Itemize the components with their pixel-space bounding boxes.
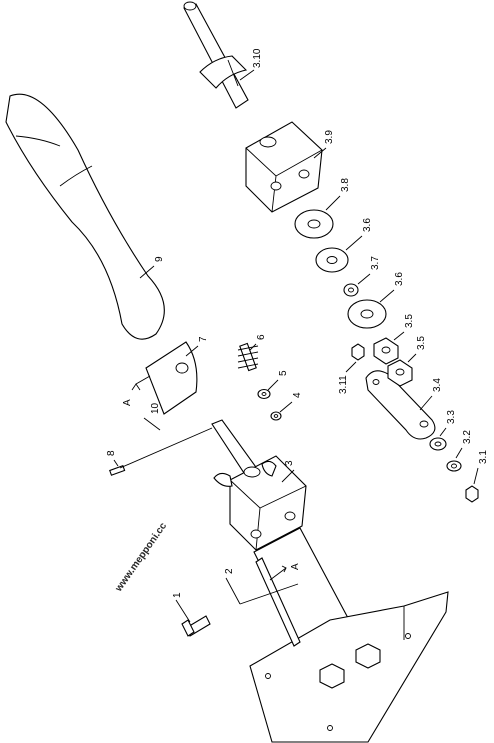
part-3-5-nut-upper bbox=[373, 337, 399, 365]
frame-plate bbox=[249, 527, 449, 743]
part-7-lug bbox=[145, 341, 198, 415]
part-3-9-upper-clamp bbox=[245, 121, 323, 213]
callout-3-6-lower: 3.6 bbox=[394, 272, 405, 286]
part-5-washer bbox=[257, 388, 271, 400]
callout-3-5-upper: 3.5 bbox=[404, 314, 415, 328]
callout-3-5-lower: 3.5 bbox=[416, 336, 427, 350]
watermark: www.mepponi.cc bbox=[113, 520, 169, 594]
callout-3-9: 3.9 bbox=[324, 130, 335, 144]
part-3-6-washer-lower bbox=[347, 299, 387, 329]
part-4-washer bbox=[270, 411, 282, 421]
part-3-6-washer-upper bbox=[315, 247, 349, 273]
callout-9: 8 bbox=[106, 450, 117, 456]
part-3-4-lever bbox=[365, 370, 436, 440]
callout-3-7: 3.7 bbox=[370, 256, 381, 270]
callout-3-2: 3.2 bbox=[462, 430, 473, 444]
callout-labels: 3.10 3.9 3.8 3.6 3.7 3.6 3.5 3.5 3.4 3.3… bbox=[106, 48, 489, 598]
part-3-3-washer bbox=[429, 437, 447, 451]
callout-3-3: 3.3 bbox=[446, 410, 457, 424]
callout-6: 6 bbox=[256, 334, 267, 340]
part-2-bracket bbox=[239, 557, 301, 647]
part-8-grip bbox=[5, 93, 165, 340]
part-3-2-washer bbox=[446, 460, 462, 472]
part-3-1-nut bbox=[465, 485, 479, 503]
callout-3-8: 3.8 bbox=[340, 178, 351, 192]
callout-1: 1 bbox=[172, 592, 183, 598]
callout-3-11: 3.11 bbox=[338, 375, 349, 394]
part-3-11-nut bbox=[351, 343, 365, 361]
part-3-10-shaft bbox=[183, 1, 249, 109]
callout-5: 5 bbox=[278, 370, 289, 376]
callout-3: 3 bbox=[284, 460, 295, 466]
part-3-8-washer bbox=[294, 209, 334, 239]
callout-3-1: 3.1 bbox=[478, 450, 489, 464]
part-3-7-spacer bbox=[343, 283, 359, 297]
callout-7: 7 bbox=[198, 336, 209, 342]
callout-3-4: 3.4 bbox=[432, 378, 443, 392]
section-mark-a-upper: A bbox=[122, 399, 133, 406]
callout-2: 2 bbox=[224, 568, 235, 574]
callout-10: 10 bbox=[150, 402, 161, 414]
callout-3-6-upper: 3.6 bbox=[362, 218, 373, 232]
callout-8: 9 bbox=[154, 256, 165, 262]
part-6-spring bbox=[237, 342, 259, 372]
part-1-bolt bbox=[181, 615, 211, 637]
part-9-pin bbox=[109, 427, 213, 476]
leader-lines bbox=[113, 69, 479, 623]
section-mark-a-lower: A bbox=[290, 563, 301, 570]
part-3-lower-clamp bbox=[211, 419, 307, 551]
callout-3-10: 3.10 bbox=[252, 48, 263, 68]
callout-4: 4 bbox=[292, 392, 303, 398]
part-3-5-nut-lower bbox=[387, 359, 413, 387]
